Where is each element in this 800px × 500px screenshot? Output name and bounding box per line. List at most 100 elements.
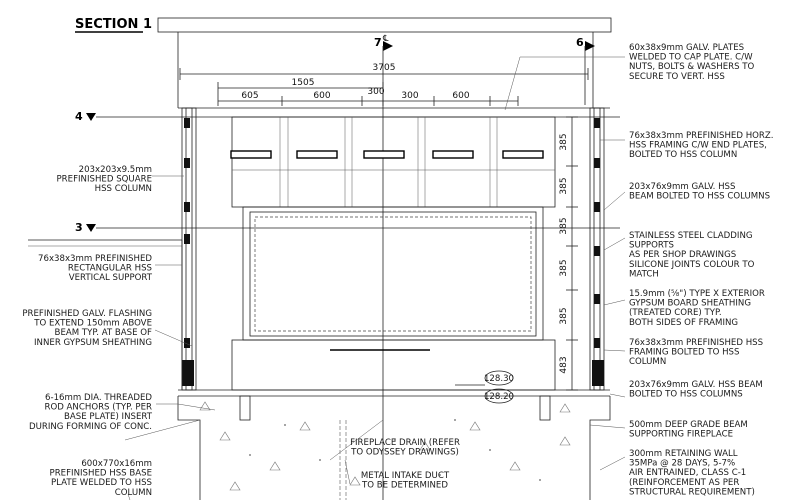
- note-galv-plates-line: SECURE TO VERT. HSS: [629, 72, 725, 82]
- column-bolts: [184, 118, 600, 348]
- elevation-tag-lower: [484, 388, 514, 404]
- dim-seg-4: 300: [401, 91, 418, 101]
- dim-v-3: 385: [559, 217, 569, 234]
- note-gypsum-line: (TREATED CORE) TYP.: [629, 308, 722, 318]
- note-cladding-line: SUPPORTS: [629, 241, 674, 251]
- note-rod-anchors-line: BASE PLATE) INSERT: [64, 412, 153, 422]
- leaders: [124, 56, 626, 500]
- note-horz-framing-line: 76x38x3mm PREFINISHED HORZ.: [629, 131, 774, 141]
- fireplace-frame: [249, 211, 537, 337]
- dim-seg-3: 300: [367, 87, 384, 97]
- dim-v-6: 483: [559, 356, 569, 373]
- gridline-7-arrow-icon: [383, 41, 393, 51]
- fireplace-opening: [254, 216, 532, 332]
- dim-ticks: [179, 68, 589, 106]
- upper-frame-posts: [232, 117, 555, 207]
- note-base-plate-line: 600x770x16mm: [81, 459, 152, 469]
- dim-v-5: 385: [559, 307, 569, 324]
- note-fireplace-drain-line: TO ODYSSEY DRAWINGS): [350, 448, 459, 458]
- level-4-marker-icon: [86, 113, 96, 121]
- elevation-lower: 128.20: [484, 392, 514, 402]
- note-galv-plates-line: 60x38x9mm GALV. PLATES: [629, 43, 744, 53]
- note-galv-beam-lower-line: BOLTED TO HSS COLUMNS: [629, 390, 743, 400]
- note-framing-bolted-line: FRAMING BOLTED TO HSS: [629, 348, 739, 358]
- note-gypsum-line: 15.9mm (⅝") TYPE X EXTERIOR: [629, 289, 765, 299]
- level-3-label: 3: [75, 221, 83, 234]
- note-base-plate-line: COLUMN: [115, 488, 152, 498]
- note-hss-column-line: 203x203x9.5mm: [79, 165, 152, 175]
- fireplace-surround: [242, 206, 544, 341]
- note-galv-beam-upper-line: BEAM BOLTED TO HSS COLUMNS: [629, 192, 770, 202]
- note-rod-anchors-line: ROD ANCHORS (TYP. PER: [44, 403, 152, 413]
- note-base-plate-line: PREFINISHED HSS BASE: [50, 469, 152, 479]
- note-hss-column-line: PREFINISHED SQUARE: [56, 175, 152, 185]
- gridline-7-label: 7: [374, 36, 382, 49]
- dim-v-4: 385: [559, 259, 569, 276]
- note-cladding-line: AS PER SHOP DRAWINGS: [629, 250, 736, 260]
- note-flashing-line: BEAM TYP. AT BASE OF: [55, 328, 153, 338]
- note-galv-plates-line: NUTS, BOLTS & WASHERS TO: [629, 62, 755, 72]
- note-rod-anchors-line: DURING FORMING OF CONC.: [29, 422, 152, 432]
- note-galv-beam-upper-line: 203x76x9mm GALV. HSS: [629, 182, 735, 192]
- concrete-hatch: [199, 401, 571, 491]
- note-retaining-wall-line: 35MPa @ 28 DAYS, 5-7%: [629, 459, 735, 469]
- note-metal-intake-line: METAL INTAKE DUCT: [361, 471, 450, 481]
- note-retaining-wall-line: AIR ENTRAINED, CLASS C-1: [629, 468, 746, 478]
- note-cladding-line: SILICONE JOINTS COLOUR TO: [629, 260, 755, 270]
- dim-v-2: 385: [559, 177, 569, 194]
- note-grade-beam-line: SUPPORTING FIREPLACE: [629, 430, 733, 440]
- note-flashing-line: INNER GYPSUM SHEATHING: [34, 338, 152, 348]
- anchor-pocket-right: [539, 395, 551, 421]
- note-vertical-support-line: VERTICAL SUPPORT: [69, 273, 153, 283]
- note-gypsum-line: GYPSUM BOARD SHEATHING: [629, 299, 751, 309]
- dim-overall: 3705: [373, 63, 396, 73]
- drawing-title: SECTION 1: [75, 17, 152, 32]
- note-grade-beam-line: 500mm DEEP GRADE BEAM: [629, 420, 748, 430]
- note-horz-framing: 76x38x3mm PREFINISHED HORZ.HSS FRAMING C…: [629, 131, 774, 160]
- foundation-left-edge: [177, 396, 201, 500]
- note-retaining-wall-line: STRUCTURAL REQUIREMENT): [629, 487, 755, 497]
- dim-seg-1: 605: [241, 91, 258, 101]
- elevation-tag-upper: [484, 370, 514, 386]
- gridline-7-centerline: ℄: [382, 34, 389, 44]
- gridline-6-label: 6: [576, 36, 584, 49]
- gridline-6-arrow-icon: [585, 41, 595, 51]
- upper-frame: [231, 116, 556, 208]
- dim-ticks-vertical: [566, 116, 578, 391]
- elevation-upper: 128.30: [484, 374, 514, 384]
- note-horz-framing-line: BOLTED TO HSS COLUMN: [629, 150, 737, 160]
- note-retaining-wall-line: (REINFORCEMENT AS PER: [629, 478, 739, 488]
- note-hss-column-line: HSS COLUMN: [95, 184, 152, 194]
- dim-v-1: 385: [559, 133, 569, 150]
- note-cladding-line: MATCH: [629, 269, 659, 279]
- dim-half: 1505: [292, 78, 315, 88]
- anchor-pocket-left: [239, 395, 251, 421]
- note-gypsum-line: BOTH SIDES OF FRAMING: [629, 318, 738, 328]
- note-horz-framing-line: HSS FRAMING C/W END PLATES,: [629, 141, 767, 151]
- note-flashing-line: TO EXTEND 150mm ABOVE: [33, 319, 152, 329]
- level-3-marker-icon: [86, 224, 96, 232]
- note-galv-plates-line: WELDED TO CAP PLATE. C/W: [629, 53, 753, 63]
- note-framing-bolted-line: 76x38x3mm PREFINISHED HSS: [629, 338, 763, 348]
- note-base-plate-line: PLATE WELDED TO HSS: [51, 478, 152, 488]
- note-fireplace-drain-line: FIREPLACE DRAIN (REFER: [350, 438, 460, 448]
- note-cladding-line: STAINLESS STEEL CLADDING: [629, 231, 753, 241]
- note-flashing-line: PREFINISHED GALV. FLASHING: [22, 309, 152, 319]
- base-bolt-right: [592, 360, 604, 386]
